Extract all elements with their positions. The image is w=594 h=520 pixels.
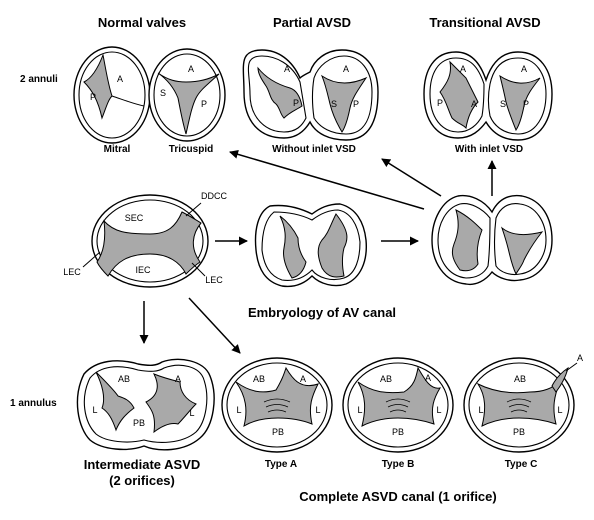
tricuspid-valve: A S P [148,48,226,142]
label-p: P [293,98,299,108]
label-a: A [300,374,306,384]
label-a: A [117,74,123,84]
heading-intermediate-line1: Intermediate ASVD [84,457,201,472]
caption-type-a: Type A [265,459,297,470]
label-l: L [315,405,320,415]
label-s: S [160,88,166,98]
caption-tricuspid: Tricuspid [169,144,213,155]
label-p: P [90,92,96,102]
arrow-to-complete [188,297,241,354]
label-a: A [521,64,527,74]
label-a: A [284,64,290,74]
label-ab: AB [514,374,526,384]
embryology-av-canal: SEC IEC LEC LEC DDCC [63,191,227,288]
label-p: P [437,98,443,108]
arrow-to-partial-avsd [229,149,425,210]
label-ab: AB [118,374,130,384]
label-a: A [188,64,194,74]
label-pb: PB [513,427,525,437]
mitral-valve: A P [73,46,151,144]
heading-intermediate-line2: (2 orifices) [109,473,175,488]
embryology-separated [431,194,553,286]
label-p: P [523,99,529,109]
label-ddcc: DDCC [201,191,227,201]
label-s: S [331,99,337,109]
label-pb: PB [272,427,284,437]
heading-normal-valves: Normal valves [98,15,186,30]
label-lec: LEC [205,275,223,285]
label-lec: LEC [63,267,81,277]
intermediate-asvd-valve: AB A L L PB [76,358,215,451]
caption-with-inlet-vsd: With inlet VSD [455,144,523,155]
label-l: L [436,405,441,415]
caption-without-inlet-vsd: Without inlet VSD [272,144,356,155]
heading-complete: Complete ASVD canal (1 orifice) [299,489,496,504]
caption-type-b: Type B [382,459,415,470]
label-ab: AB [380,374,392,384]
label-ab: AB [253,374,265,384]
label-l: L [357,405,362,415]
label-pb: PB [392,427,404,437]
partial-avsd-valve: A P A S P [242,49,379,141]
label-a: A [175,374,181,384]
complete-avsd-type-c: A AB L L PB [463,353,583,453]
heading-transitional-avsd: Transitional AVSD [429,15,540,30]
complete-avsd-type-b: AB A L L PB [342,357,454,453]
arrow-to-transitional [381,158,442,197]
caption-mitral: Mitral [104,144,131,155]
label-iec: IEC [135,265,151,275]
label-s: S [500,99,506,109]
label-l: L [557,405,562,415]
label-l: L [92,405,97,415]
label-l: L [189,408,194,418]
flow-arrows [139,149,497,354]
label-sec: SEC [125,213,144,223]
label-a: A [471,99,477,109]
label-a: A [460,64,466,74]
transitional-avsd-valve: A P A A S P [423,51,553,141]
row-label-one-annulus: 1 annulus [10,398,57,409]
row-label-two-annuli: 2 annuli [20,74,58,85]
complete-avsd-type-a: AB A L L PB [221,357,333,453]
heading-embryology: Embryology of AV canal [248,305,396,320]
label-l: L [236,405,241,415]
embryology-transition [254,203,367,288]
label-a: A [425,373,431,383]
label-a: A [343,64,349,74]
heading-partial-avsd: Partial AVSD [273,15,351,30]
caption-type-c: Type C [505,459,538,470]
label-a: A [577,353,583,363]
label-p: P [353,99,359,109]
label-pb: PB [133,418,145,428]
label-p: P [201,99,207,109]
label-l: L [478,405,483,415]
